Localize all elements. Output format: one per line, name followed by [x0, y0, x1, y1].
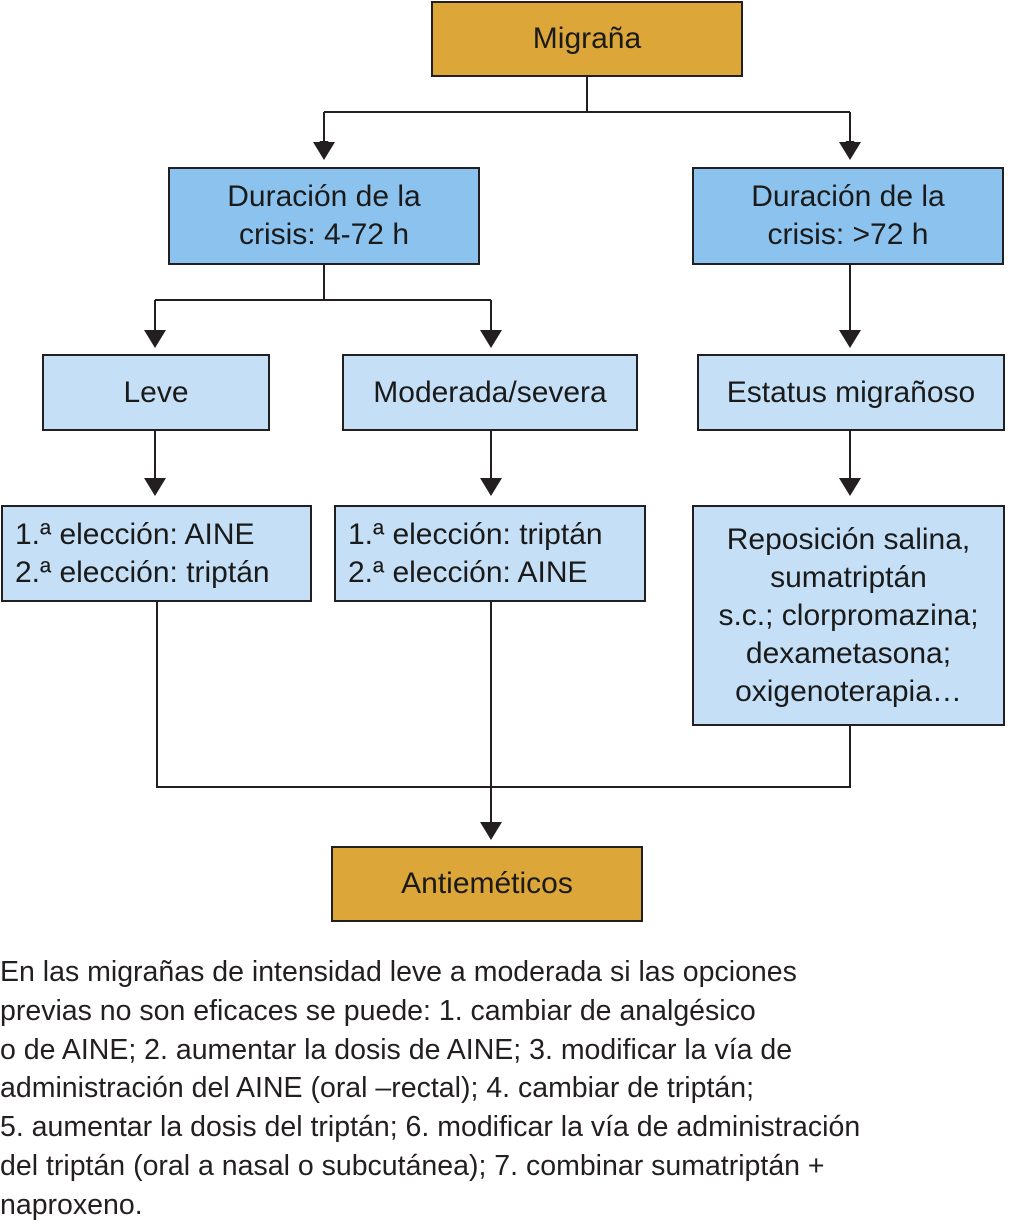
arrowhead-moderada [480, 330, 502, 348]
arrowhead-moderada-treatment [480, 478, 502, 496]
node-estatus-treatment-line-5: oxigenoterapia… [735, 674, 962, 708]
caption-line-5: 5. aumentar la dosis del triptán; 6. mod… [0, 1111, 861, 1144]
caption-line-3: o de AINE; 2. aumentar la dosis de AINE;… [0, 1033, 793, 1066]
node-moderada-severa: Moderada/severa [342, 354, 638, 431]
node-estatus-treatment-line-1: Reposición salina, [726, 522, 971, 556]
node-leve-treatment-line-1: 1.ª elección: AINE [15, 517, 255, 551]
arrowhead-short-duration [313, 142, 335, 160]
node-leve-treatment: 1.ª elección: AINE 2.ª elección: triptán [1, 505, 312, 602]
node-moderada-treatment: 1.ª elección: triptán 2.ª elección: AINE [334, 505, 646, 602]
arrowhead-leve-treatment [144, 478, 166, 496]
node-estatus-treatment-line-3: s.c.; clorpromazina; [718, 598, 979, 632]
arrowhead-antiemeticos [480, 822, 502, 840]
node-duration-short-line-2: crisis: 4-72 h [238, 218, 410, 251]
node-migrana-label: Migraña [532, 22, 642, 55]
figure-caption: En las migrañas de intensidad leve a mod… [0, 953, 1013, 1225]
node-antiemeticos-label: Antieméticos [401, 867, 573, 900]
node-leve: Leve [42, 354, 270, 431]
caption-line-6: del triptán (oral a nasal o subcutánea);… [0, 1149, 825, 1182]
caption-line-1: En las migrañas de intensidad leve a mod… [0, 956, 797, 988]
node-estatus-migranoso-label: Estatus migrañoso [726, 375, 976, 409]
caption-line-7: naproxeno. [0, 1188, 143, 1221]
arrowhead-estatus [839, 330, 861, 348]
node-estatus-migranoso: Estatus migrañoso [697, 354, 1005, 431]
connector-lines [144, 77, 861, 840]
connector-short-split [154, 265, 492, 338]
node-moderada-treatment-line-2: 2.ª elección: AINE [348, 555, 588, 589]
node-duration-long: Duración de la crisis: >72 h [692, 167, 1004, 265]
node-migrana: Migraña [431, 1, 743, 77]
node-duration-long-line-2: crisis: >72 h [767, 218, 929, 251]
node-estatus-treatment-line-2: sumatriptán [770, 560, 927, 594]
caption-line-4: administración del AINE (oral –rectal); … [0, 1072, 754, 1105]
node-duration-long-line-1: Duración de la [751, 180, 945, 213]
arrowhead-leve [144, 330, 166, 348]
node-moderada-severa-label: Moderada/severa [373, 375, 607, 409]
node-duration-short: Duración de la crisis: 4-72 h [168, 167, 480, 265]
node-leve-label: Leve [123, 375, 189, 409]
node-estatus-treatment-line-4: dexametasona; [745, 636, 952, 670]
node-duration-short-line-1: Duración de la [227, 180, 421, 213]
connector-root-split [324, 77, 850, 113]
node-leve-treatment-line-2: 2.ª elección: triptán [15, 555, 270, 589]
caption-line-2: previas no son eficaces se puede: 1. cam… [0, 994, 756, 1027]
node-estatus-treatment: Reposición salina, sumatriptán s.c.; clo… [692, 505, 1005, 726]
node-antiemeticos: Antieméticos [331, 846, 643, 922]
arrowhead-estatus-treatment [839, 478, 861, 496]
arrowhead-long-duration [839, 142, 861, 160]
node-moderada-treatment-line-1: 1.ª elección: triptán [348, 517, 603, 551]
connector-merge [156, 602, 851, 830]
migraine-flowchart: Migraña Duración de la crisis: 4-72 h Du… [1, 1, 1005, 922]
